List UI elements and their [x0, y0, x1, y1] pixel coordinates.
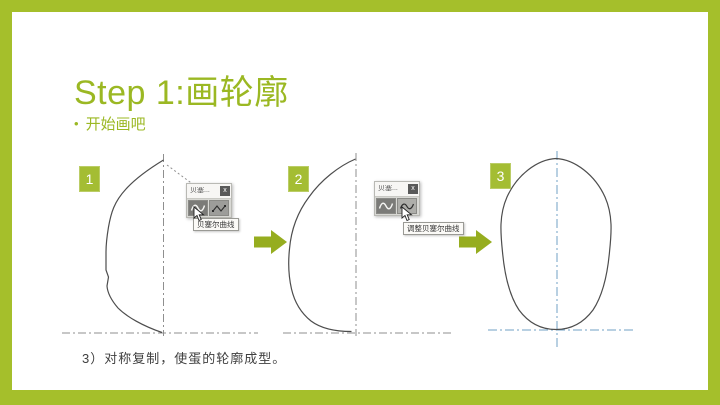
cursor-icon [401, 206, 413, 222]
step3-number-badge: 3 [490, 163, 511, 189]
cursor-icon [193, 206, 205, 222]
step1-number-badge: 1 [79, 166, 100, 192]
caption-text: 3）对称复制，使蛋的轮廓成型。 [82, 351, 287, 366]
bullet-text: 开始画吧 [85, 116, 146, 133]
step2-egg-outline [288, 158, 356, 333]
tooltip: 调整贝塞尔曲线 [403, 222, 464, 235]
step3-egg-outline [500, 157, 612, 331]
page-title: Step 1:画轮廓 [74, 73, 289, 112]
step2-number-badge: 2 [288, 166, 309, 192]
popup-titlebar[interactable]: 贝塞... x [187, 184, 231, 199]
bezier-toolbar-popup-2: 贝塞... x [374, 181, 420, 216]
tooltip: 贝塞尔曲线 [193, 218, 239, 231]
step1-egg-outline [105, 159, 164, 334]
popup-title: 贝塞... [378, 185, 398, 192]
arrow-right-icon [459, 230, 492, 254]
edit-points-icon[interactable] [209, 200, 229, 216]
popup-titlebar[interactable]: 贝塞... x [375, 182, 419, 197]
close-icon[interactable]: x [220, 186, 230, 196]
popup-buttons [375, 197, 419, 215]
bullet-dot-icon: • [74, 116, 79, 131]
arrow-right-icon [254, 230, 287, 254]
bullet-line: • 开始画吧 [74, 113, 146, 134]
close-icon[interactable]: x [408, 184, 418, 194]
bezier-curve-icon[interactable] [376, 198, 396, 214]
slide-canvas [12, 12, 708, 390]
popup-title: 贝塞... [190, 187, 210, 194]
